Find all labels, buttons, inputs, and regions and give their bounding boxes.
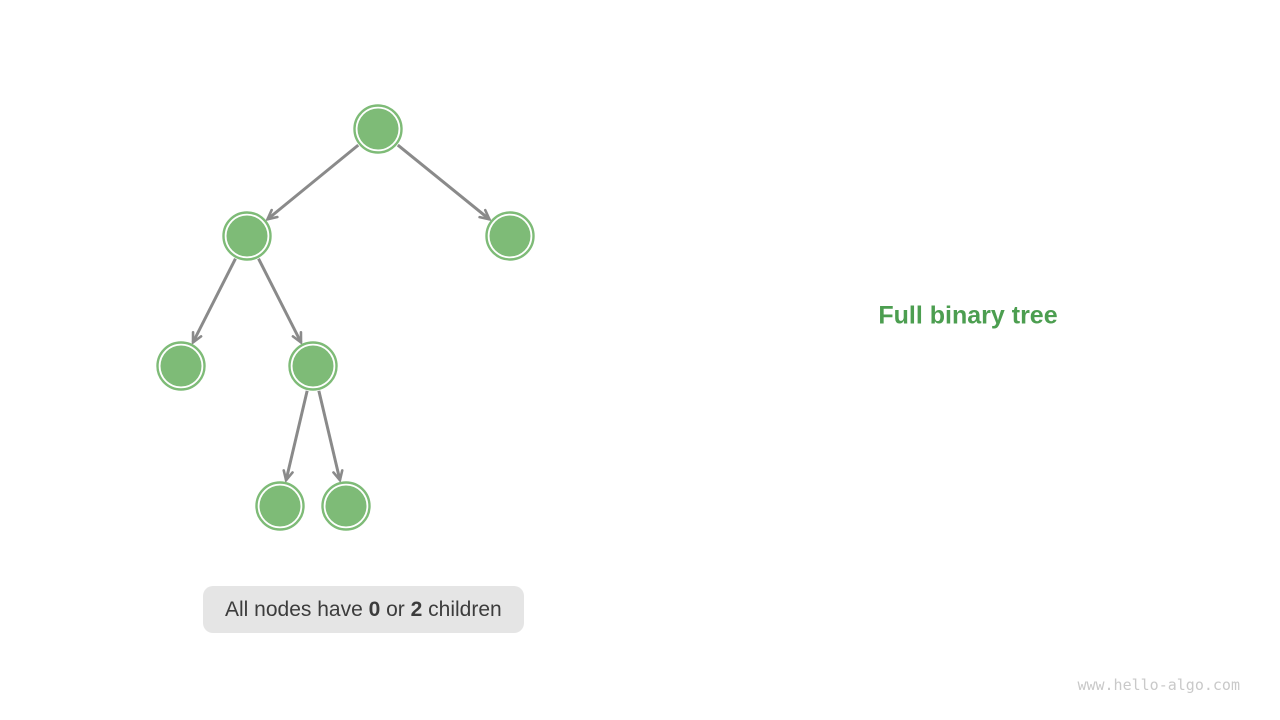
tree-edge (191, 258, 237, 345)
tree-nodes (156, 104, 535, 531)
caption-text: children (422, 598, 502, 621)
diagram-label: Full binary tree (878, 301, 1058, 330)
tree-edge (396, 143, 492, 222)
tree-edge (257, 258, 303, 345)
tree-node (255, 481, 305, 531)
tree-node (156, 341, 206, 391)
tree-edge (265, 143, 360, 222)
tree-node (485, 211, 535, 261)
caption-text: All nodes have (225, 598, 369, 621)
tree-edge (317, 390, 344, 484)
tree-edge (282, 390, 309, 484)
caption-bold-text: 2 (410, 598, 423, 621)
caption-text: or (380, 598, 411, 621)
caption-bold-text: 0 (368, 598, 381, 621)
watermark: www.hello-algo.com (1077, 676, 1240, 694)
caption-pill: All nodes have 0 or 2 children (203, 586, 524, 633)
tree-node (353, 104, 403, 154)
tree-node (321, 481, 371, 531)
tree-node (222, 211, 272, 261)
tree-node (288, 341, 338, 391)
tree-edges (191, 143, 492, 484)
